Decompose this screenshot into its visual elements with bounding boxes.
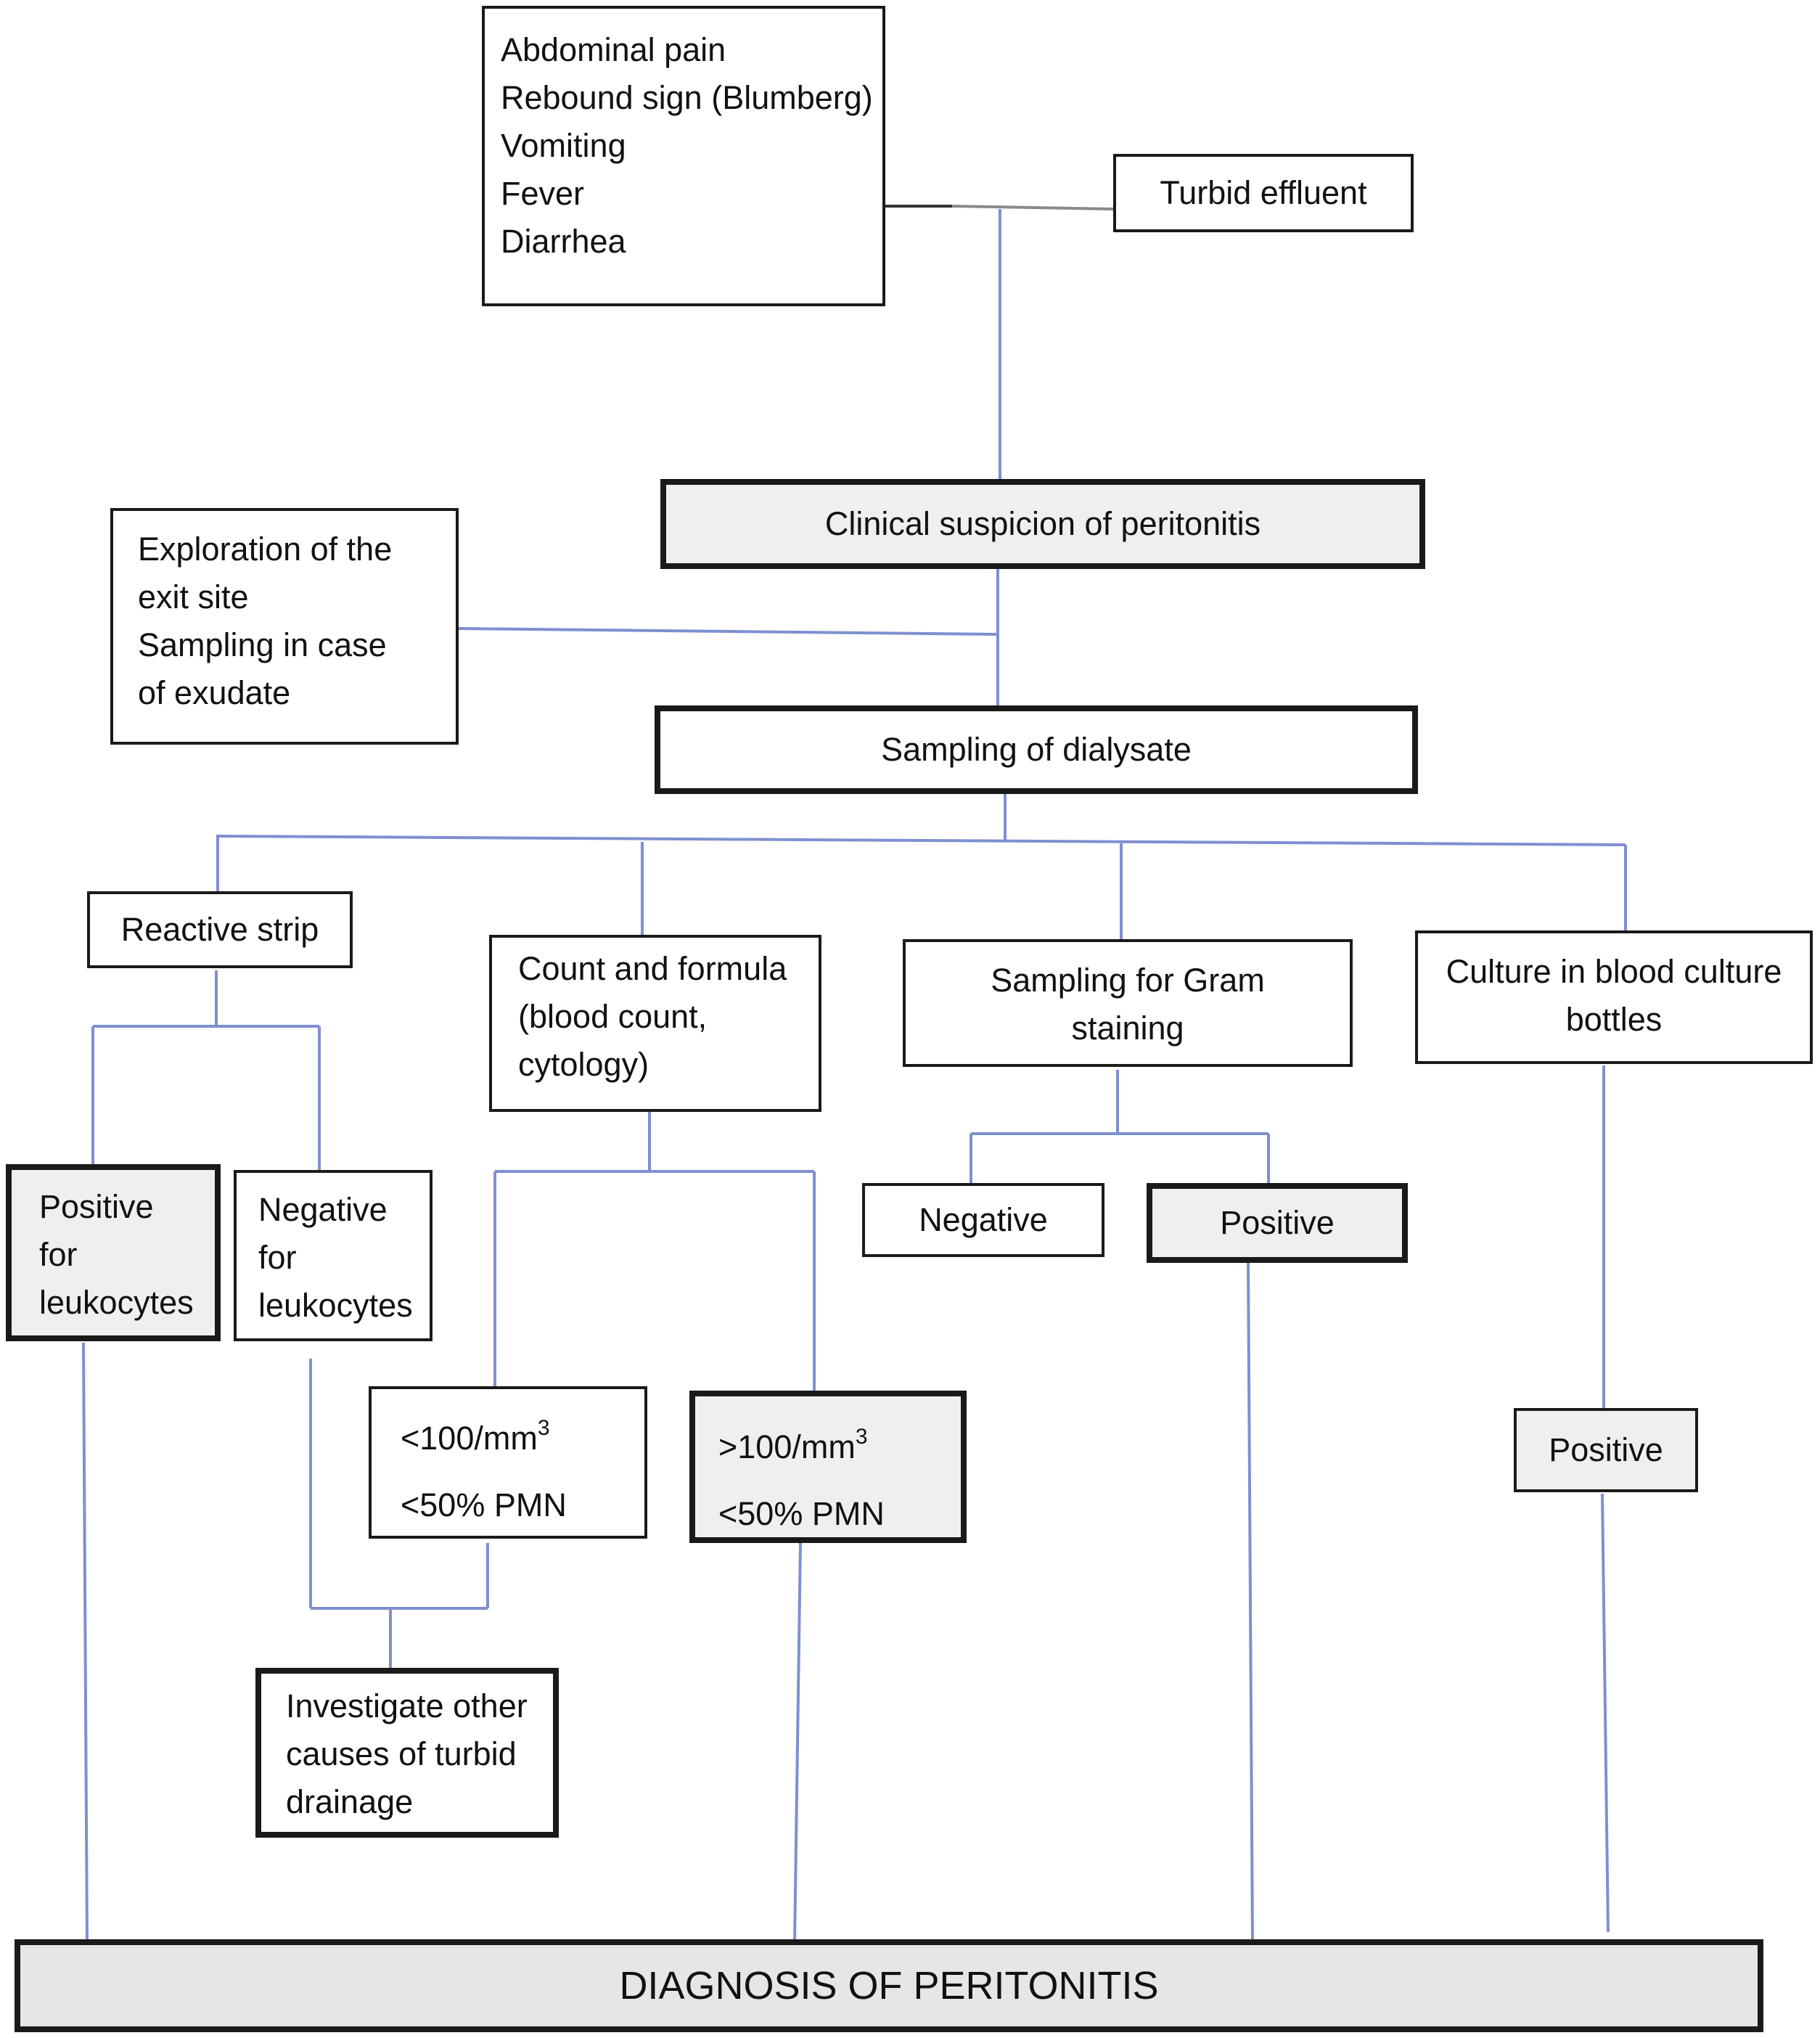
low-count-value: <100/mm3: [401, 1416, 550, 1457]
negative-leukocytes-box: Negative for leukocytes: [234, 1170, 433, 1341]
diagnosis-box: DIAGNOSIS OF PERITONITIS: [15, 1939, 1763, 2032]
connector-turbid: [951, 205, 1114, 210]
symptom-diarrhea: Diarrhea: [501, 223, 626, 260]
turbid-effluent-label: Turbid effluent: [1160, 174, 1367, 211]
count-formula-line-3: cytology): [518, 1046, 649, 1083]
sampling-dialysate-label: Sampling of dialysate: [881, 731, 1192, 768]
clinical-suspicion-box: Clinical suspicion of peritonitis: [660, 479, 1425, 569]
high-count-value: >100/mm3: [718, 1425, 868, 1466]
connector-grampos-diagnosis: [1247, 1261, 1254, 1943]
positive-leukocytes-box: Positive for leukocytes: [6, 1164, 221, 1341]
symptom-abdominal-pain: Abdominal pain: [501, 31, 726, 68]
count-formula-line-2: (blood count,: [518, 998, 708, 1035]
culture-box: Culture in blood culture bottles: [1415, 930, 1813, 1064]
investigate-box: Investigate other causes of turbid drain…: [255, 1668, 559, 1838]
positive-leukocytes-line-2: for: [39, 1236, 78, 1273]
exit-site-line-1: Exploration of the: [138, 531, 393, 568]
investigate-line-3: drainage: [286, 1783, 414, 1820]
investigate-line-1: Investigate other: [286, 1687, 528, 1724]
reactive-strip-box: Reactive strip: [87, 891, 353, 968]
connector-high-diagnosis: [793, 1542, 802, 1943]
high-count-exponent: 3: [855, 1425, 868, 1449]
exit-site-line-3: Sampling in case: [138, 626, 387, 663]
negative-leukocytes-line-3: leukocytes: [258, 1287, 413, 1324]
low-count-box: <100/mm3 <50% PMN: [369, 1386, 647, 1539]
high-count-box: >100/mm3 <50% PMN: [689, 1391, 967, 1543]
connector-branch-bus: [216, 835, 1626, 846]
reactive-strip-label: Reactive strip: [120, 911, 319, 948]
sampling-dialysate-box: Sampling of dialysate: [655, 705, 1418, 794]
symptoms-box: Abdominal pain Rebound sign (Blumberg) V…: [482, 6, 885, 306]
negative-leukocytes-line-2: for: [258, 1239, 297, 1276]
gram-positive-label: Positive: [1220, 1204, 1335, 1241]
low-count-exponent: 3: [537, 1416, 550, 1440]
connector-culturepos-diagnosis: [1601, 1493, 1610, 1933]
gram-staining-line-1: Sampling for Gram: [991, 962, 1265, 999]
gram-staining-line-2: staining: [1071, 1010, 1184, 1047]
symptom-vomiting: Vomiting: [501, 127, 626, 164]
culture-line-2: bottles: [1565, 1001, 1663, 1038]
connector-exit-site: [456, 627, 999, 636]
culture-line-1: Culture in blood culture: [1446, 953, 1782, 990]
turbid-effluent-box: Turbid effluent: [1113, 154, 1414, 232]
positive-leukocytes-line-3: leukocytes: [39, 1284, 194, 1321]
gram-positive-box: Positive: [1147, 1183, 1408, 1263]
culture-positive-label: Positive: [1549, 1431, 1663, 1468]
high-count-pmn: <50% PMN: [718, 1495, 885, 1532]
diagnosis-label: DIAGNOSIS OF PERITONITIS: [619, 1964, 1159, 2008]
count-formula-line-1: Count and formula: [518, 950, 787, 987]
gram-negative-box: Negative: [862, 1183, 1104, 1257]
symptom-fever: Fever: [501, 175, 585, 212]
negative-leukocytes-line-1: Negative: [258, 1191, 388, 1228]
count-formula-box: Count and formula (blood count, cytology…: [489, 935, 821, 1112]
gram-negative-label: Negative: [919, 1201, 1048, 1238]
exit-site-box: Exploration of the exit site Sampling in…: [110, 508, 459, 745]
clinical-suspicion-label: Clinical suspicion of peritonitis: [824, 505, 1261, 542]
symptom-rebound-sign: Rebound sign (Blumberg): [501, 79, 873, 116]
connector-posleuko-diagnosis: [82, 1342, 89, 1943]
investigate-line-2: causes of turbid: [286, 1735, 517, 1772]
exit-site-line-2: exit site: [138, 578, 249, 615]
culture-positive-box: Positive: [1514, 1408, 1698, 1492]
low-count-pmn: <50% PMN: [401, 1486, 567, 1523]
exit-site-line-4: of exudate: [138, 674, 291, 711]
positive-leukocytes-line-1: Positive: [39, 1188, 154, 1225]
gram-staining-box: Sampling for Gram staining: [903, 939, 1353, 1067]
